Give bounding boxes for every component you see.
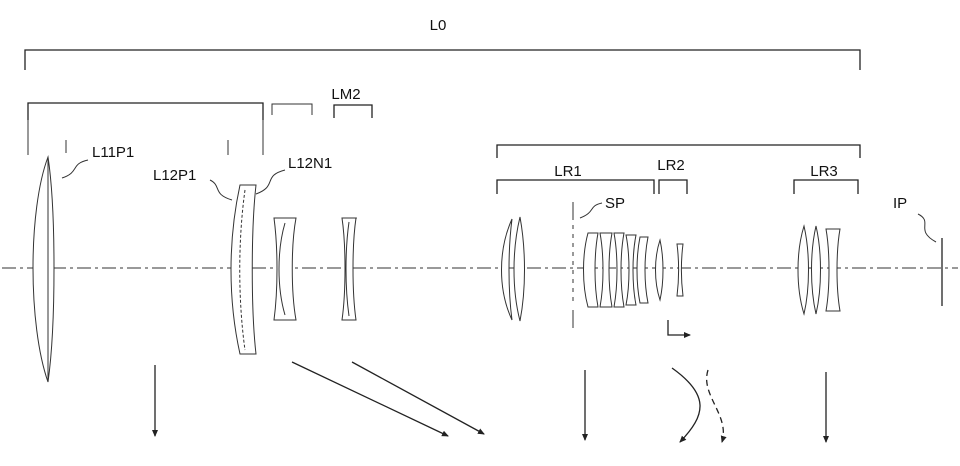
lens-lr1-d [599,232,613,308]
bracket-lm2 [333,104,373,118]
lens-lr1-c [583,232,599,308]
lens-l12-interface [239,189,246,351]
lens-lr1-f [625,234,637,306]
move-arrow-lm2 [351,361,485,435]
label-lm2: LM2 [331,86,360,103]
lens-lm1-interface [278,222,286,316]
focus-indicator [667,320,691,338]
lens-lm2-interface [345,221,350,317]
lens-l11 [32,155,55,383]
label-ip: IP [893,195,907,212]
lens-lm1 [273,217,297,321]
leader-ip [917,213,937,243]
lens-lr3-a [797,224,809,316]
leader-l11p1 [61,159,89,179]
label-lr1: LR1 [554,163,582,180]
lens-lr1-b [513,216,525,322]
lens-lr1-e [613,232,625,308]
bracket-left-group [27,102,264,120]
bracket-lr1 [496,179,655,194]
label-l0: L0 [430,17,447,34]
bracket-lr3 [793,179,859,194]
move-curve-lr2-dashed [706,369,727,443]
label-lr2: LR2 [657,157,685,174]
lens-lr1-g [636,236,649,304]
leader-l12n1 [255,169,286,195]
bracket-lr2 [658,179,688,194]
lens-lr3-c [825,228,841,312]
leader-sp [579,202,603,219]
lens-lr2-a [655,238,664,302]
label-l12n1: L12N1 [288,155,332,172]
bracket-l0 [24,49,861,70]
lens-lr3-b [811,225,821,315]
label-l11p1: L11P1 [92,144,134,161]
label-lr3: LR3 [810,163,838,180]
lens-lr1-a [501,218,513,321]
leader-l12p1 [209,179,233,201]
label-sp: SP [605,195,625,212]
faint-bracket-lm1 [271,103,313,115]
move-curve-lr2 [671,367,701,443]
label-l12p1: L12P1 [153,167,196,184]
bracket-right-group [496,144,861,158]
lens-lm2 [341,217,357,321]
lens-lr2-b [676,243,684,297]
lens-l12 [230,184,257,355]
move-arrow-lm1 [291,361,449,437]
